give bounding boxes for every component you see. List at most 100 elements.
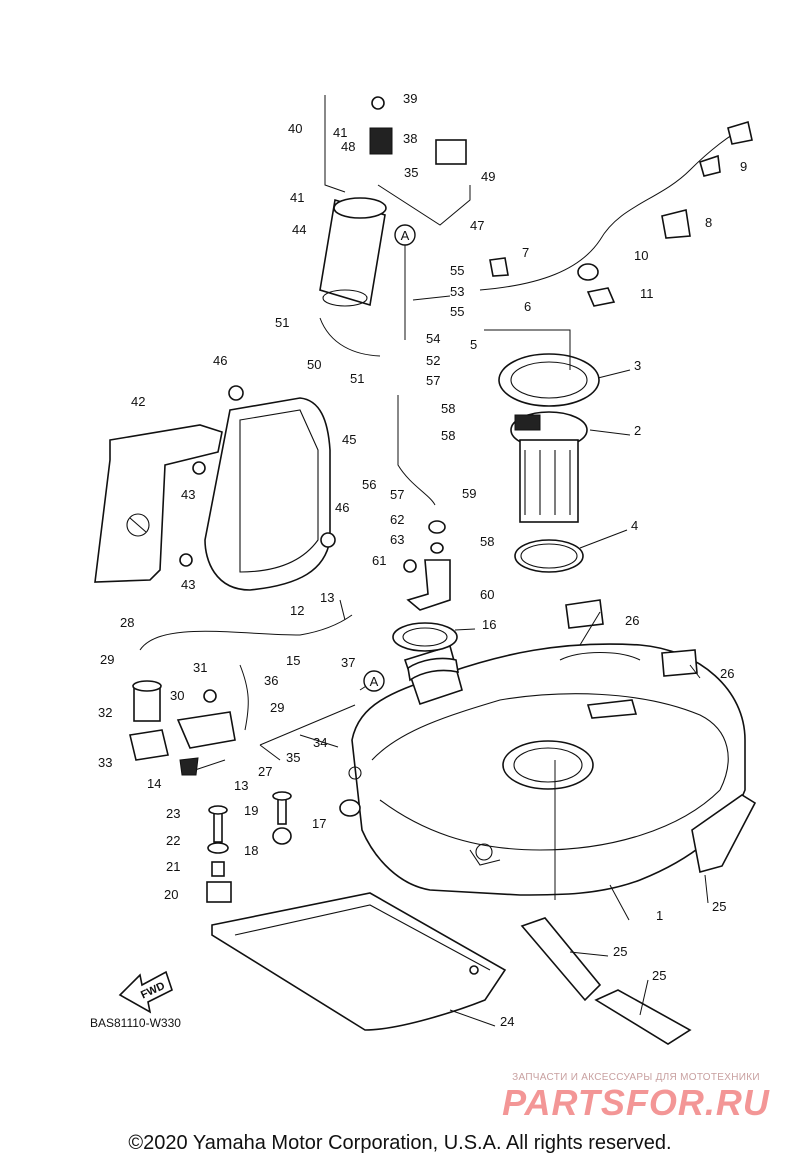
callout-19: 19 (244, 803, 258, 818)
callout-31: 31 (193, 660, 207, 675)
watermark-logo: PARTSFOR.RU (502, 1082, 770, 1123)
callout-34: 34 (313, 735, 327, 750)
callout-17: 17 (312, 816, 326, 831)
callout-63: 63 (390, 532, 404, 547)
callout-6: 6 (524, 299, 531, 314)
callout-24: 24 (500, 1014, 514, 1029)
clamps-drawing (489, 120, 753, 307)
callout-51: 51 (275, 315, 289, 330)
callout-51: 51 (350, 371, 364, 386)
callout-55: 55 (450, 263, 464, 278)
callout-54: 54 (426, 331, 440, 346)
callout-35: 35 (286, 750, 300, 765)
callout-25: 25 (652, 968, 666, 983)
callout-55: 55 (450, 304, 464, 319)
callout-44: 44 (292, 222, 306, 237)
callout-26: 26 (625, 613, 639, 628)
callout-25: 25 (712, 899, 726, 914)
reference-code: BAS81110-W330 (90, 1016, 181, 1030)
tray-drawing (211, 892, 507, 1031)
reference-marker-label: A (370, 674, 379, 689)
callout-1: 1 (656, 908, 663, 923)
callout-53: 53 (450, 284, 464, 299)
callout-41: 41 (290, 190, 304, 205)
reference-marker-a: A (363, 670, 385, 692)
reference-marker-circle (394, 224, 416, 246)
callout-26: 26 (720, 666, 734, 681)
callout-41: 41 (333, 125, 347, 140)
side-cover-drawing (94, 385, 336, 591)
callout-25: 25 (613, 944, 627, 959)
fuel-pump-drawing (498, 353, 600, 573)
callout-47: 47 (470, 218, 484, 233)
callout-48: 48 (341, 139, 355, 154)
callout-27: 27 (258, 764, 272, 779)
callout-32: 32 (98, 705, 112, 720)
callout-2: 2 (634, 423, 641, 438)
callout-20: 20 (164, 887, 178, 902)
reference-marker-circle (363, 670, 385, 692)
callout-43: 43 (181, 577, 195, 592)
canister-drawing (319, 96, 467, 307)
callout-58: 58 (441, 401, 455, 416)
filler-neck-drawing (392, 622, 463, 706)
callout-46: 46 (335, 500, 349, 515)
fuel-tank-drawing (348, 643, 746, 896)
callout-7: 7 (522, 245, 529, 260)
callout-57: 57 (390, 487, 404, 502)
callout-56: 56 (362, 477, 376, 492)
callout-22: 22 (166, 833, 180, 848)
callout-57: 57 (426, 373, 440, 388)
callout-52: 52 (426, 353, 440, 368)
callout-labels: 1234567891011121313141516171819202122232… (98, 91, 747, 1029)
callout-58: 58 (480, 534, 494, 549)
callout-50: 50 (307, 357, 321, 372)
callout-49: 49 (481, 169, 495, 184)
reference-marker-label: A (401, 228, 410, 243)
hoses-drawing (139, 95, 746, 771)
callout-23: 23 (166, 806, 180, 821)
callout-8: 8 (705, 215, 712, 230)
callout-3: 3 (634, 358, 641, 373)
forward-arrow-icon: FWD (118, 970, 173, 1014)
callout-29: 29 (100, 652, 114, 667)
rubber-pads-drawing (520, 599, 757, 1045)
sub-tank-drawing (129, 680, 236, 776)
callout-39: 39 (403, 91, 417, 106)
callout-18: 18 (244, 843, 258, 858)
callout-45: 45 (342, 432, 356, 447)
callout-15: 15 (286, 653, 300, 668)
callout-30: 30 (170, 688, 184, 703)
callout-60: 60 (480, 587, 494, 602)
callout-12: 12 (290, 603, 304, 618)
watermark-tagline: ЗАПЧАСТИ И АКСЕССУАРЫ ДЛЯ МОТОТЕХНИКИ (512, 1072, 760, 1083)
callout-43: 43 (181, 487, 195, 502)
callout-10: 10 (634, 248, 648, 263)
reference-markers: AA (363, 224, 416, 692)
callout-38: 38 (403, 131, 417, 146)
copyright-notice: ©2020 Yamaha Motor Corporation, U.S.A. A… (128, 1132, 672, 1154)
callout-62: 62 (390, 512, 404, 527)
valve-bracket-drawing (403, 520, 451, 611)
callout-14: 14 (147, 776, 161, 791)
callout-42: 42 (131, 394, 145, 409)
reference-marker-a: A (394, 224, 416, 246)
callout-9: 9 (740, 159, 747, 174)
callout-40: 40 (288, 121, 302, 136)
callout-33: 33 (98, 755, 112, 770)
callout-4: 4 (631, 518, 638, 533)
callout-13: 13 (234, 778, 248, 793)
callout-46: 46 (213, 353, 227, 368)
callout-11: 11 (640, 286, 654, 301)
callout-28: 28 (120, 615, 134, 630)
callout-16: 16 (482, 617, 496, 632)
callout-61: 61 (372, 553, 386, 568)
mounting-hardware-drawing (206, 791, 361, 903)
callout-35: 35 (404, 165, 418, 180)
callout-36: 36 (264, 673, 278, 688)
callout-13: 13 (320, 590, 334, 605)
callout-58: 58 (441, 428, 455, 443)
callout-5: 5 (470, 337, 477, 352)
callout-59: 59 (462, 486, 476, 501)
